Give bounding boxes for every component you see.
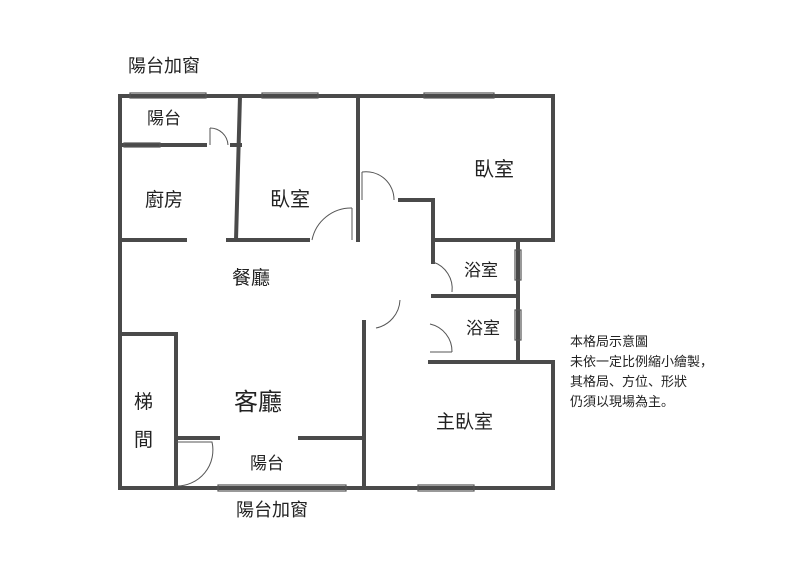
note-line2: 未依一定比例縮小繪製， — [570, 354, 713, 370]
dining-label: 餐廳 — [232, 267, 270, 289]
note-line1: 本格局示意圖 — [570, 334, 648, 350]
top-balcony-window-label: 陽台加窗 — [128, 56, 200, 77]
windows — [123, 92, 522, 492]
doors — [175, 127, 453, 487]
stairs-label-line2: 間 — [134, 429, 153, 451]
bedroom-right-label: 臥室 — [474, 157, 514, 181]
balcony-top-label: 陽台 — [147, 109, 181, 129]
living-room-label: 客廳 — [234, 388, 282, 416]
note-line4: 仍須以現場為主。 — [570, 394, 674, 410]
master-bedroom-label: 主臥室 — [436, 411, 493, 433]
stairs-label-line1: 梯 — [134, 391, 153, 413]
kitchen-label: 廚房 — [145, 188, 183, 211]
balcony-bottom-label: 陽台 — [250, 454, 284, 474]
disclaimer-note: 本格局示意圖 未依一定比例縮小繪製， 其格局、方位、形狀 仍須以現場為主。 — [570, 334, 713, 410]
note-line3: 其格局、方位、形狀 — [570, 374, 687, 390]
walls — [118, 93, 555, 490]
bath-upper-label: 浴室 — [464, 261, 498, 281]
bedroom-left-label: 臥室 — [270, 187, 310, 211]
room-labels: 陽台加窗 陽台 廚房 臥室 臥室 餐廳 浴室 浴室 客廳 梯 間 陽台 主臥室 … — [128, 56, 514, 521]
bottom-balcony-window-label: 陽台加窗 — [236, 500, 308, 521]
bath-lower-label: 浴室 — [466, 319, 500, 339]
